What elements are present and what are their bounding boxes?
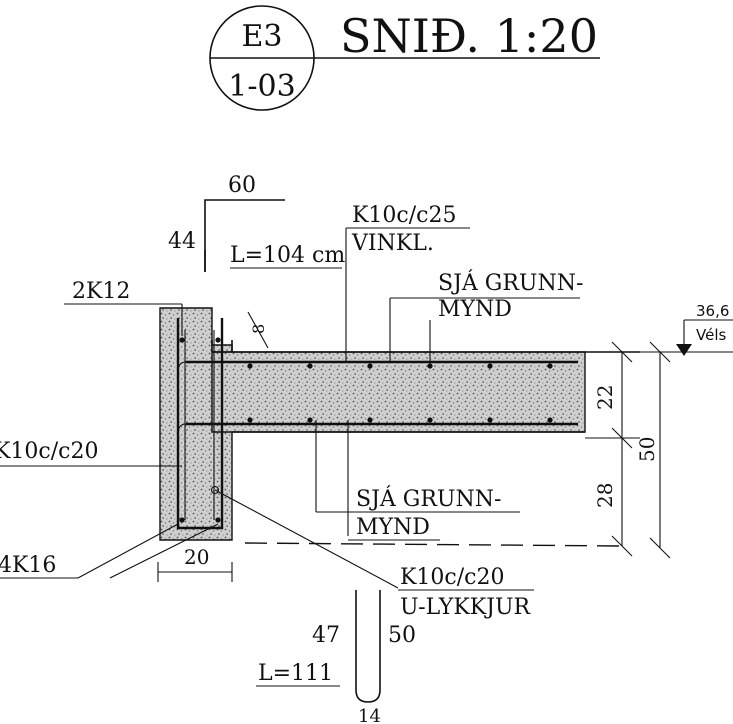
k10c25-label: K10c/c25 — [352, 203, 456, 228]
bent-bar-sketch: 60 44 — [168, 173, 285, 272]
u-14-label: 14 — [358, 706, 381, 724]
reinforcement — [176, 318, 578, 530]
sja-grunn-top-line2: MYND — [438, 297, 512, 322]
elevation-triangle — [676, 344, 692, 356]
u-50-label: 50 — [388, 623, 416, 648]
elevation-note: Véls — [696, 326, 726, 344]
sja-grunn-top-line1: SJÁ GRUNN- — [438, 269, 583, 296]
dim-28-label: 28 — [593, 483, 617, 508]
cover-8-label: 8 — [249, 324, 268, 334]
elevation-value: 36,6 — [696, 302, 729, 320]
annotations: L=104 cm K10c/c25 VINKL. SJÁ GRUNN- MYND… — [0, 203, 733, 724]
sheet-ref: 1-03 — [228, 69, 295, 104]
bent-bar-shape — [204, 199, 285, 272]
dim-total-tick-top — [649, 341, 671, 363]
k10c20-u-label: K10c/c20 — [400, 565, 504, 590]
vinkl-label: VINKL. — [351, 231, 434, 256]
detail-id: E3 — [242, 19, 283, 54]
sja-grunn-bot-line2: MYND — [356, 515, 430, 540]
length-104-label: L=104 cm — [230, 243, 345, 268]
two-k12-label: 2K12 — [72, 279, 130, 304]
u-length-label: L=111 — [258, 661, 333, 686]
title-block: E3 1-03 SNIÐ. 1:20 — [209, 5, 600, 111]
wall-width-label: 20 — [184, 545, 209, 569]
dimensions: 22 28 50 — [585, 341, 671, 559]
bar-dots — [179, 337, 553, 523]
dim-22-label: 22 — [593, 385, 617, 410]
bottom-hook — [177, 423, 187, 435]
slab-concrete — [211, 351, 586, 433]
u-loop-leader — [214, 489, 399, 589]
four-k16-leader — [77, 523, 179, 579]
k10c20-left-label: K10c/c20 — [0, 439, 98, 464]
u-loop-marker — [210, 485, 220, 495]
u-loop-shape — [355, 590, 381, 703]
dim-50-label: 50 — [635, 437, 659, 462]
slab-step — [211, 340, 233, 352]
cover-8-dim — [247, 311, 269, 349]
bent-bar-top-label: 60 — [228, 173, 256, 198]
dim-chain-tick-bot — [611, 535, 633, 557]
sja-grunn-bot-line1: SJÁ GRUNN- — [356, 485, 501, 512]
top-hook — [177, 361, 187, 373]
u-47-label: 47 — [312, 623, 340, 648]
u-lykkjur-label: U-LYKKJUR — [400, 595, 532, 620]
bent-bar-side-label: 44 — [168, 229, 196, 254]
dim-total-tick-bot — [649, 537, 671, 559]
four-k16-leader2 — [109, 523, 219, 579]
four-k16-label: 4K16 — [0, 553, 56, 578]
section-title: SNIÐ. 1:20 — [340, 9, 598, 63]
foundation-dashed-line — [244, 542, 621, 547]
dim-chain-tick-top — [611, 341, 633, 363]
